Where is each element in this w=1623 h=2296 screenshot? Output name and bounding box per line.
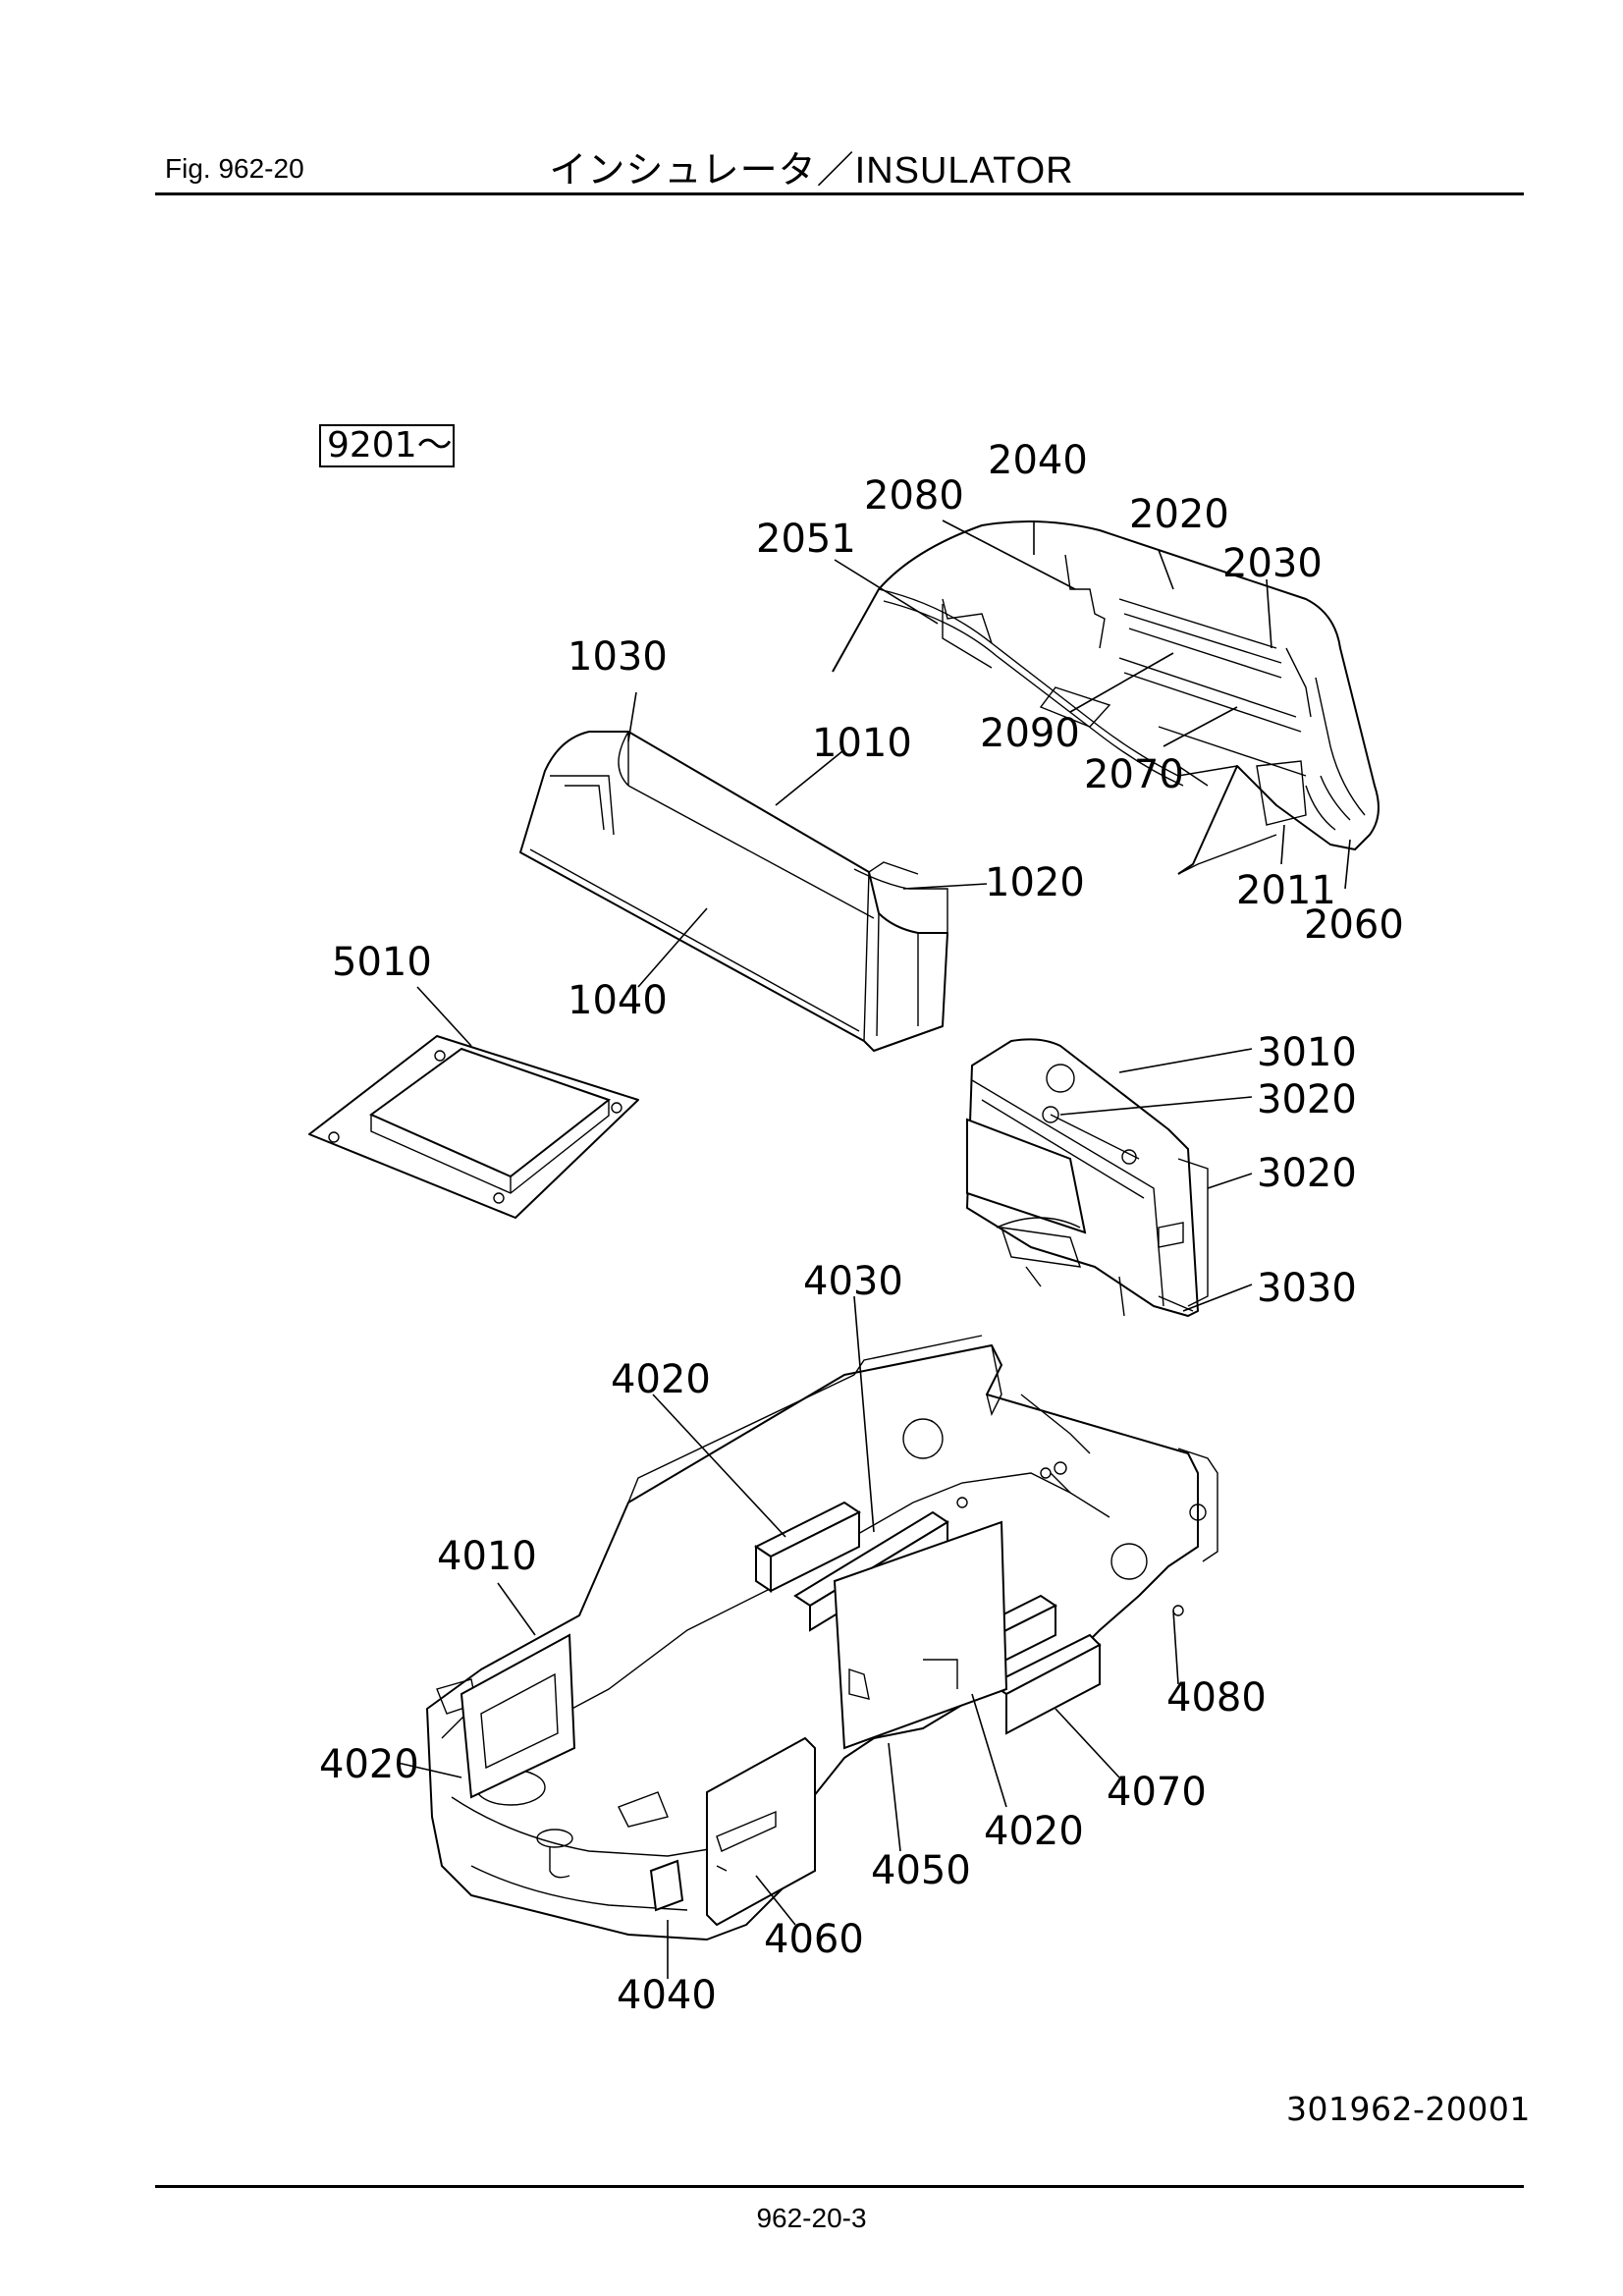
callout-2051: 2051	[756, 517, 856, 562]
callout-4080: 4080	[1166, 1675, 1267, 1721]
callout-2080: 2080	[864, 473, 964, 519]
base-insulator-assembly	[426, 1335, 1218, 1941]
callout-1010: 1010	[812, 721, 912, 766]
callout-4050: 4050	[871, 1848, 971, 1893]
figure-label: Fig. 962-20	[165, 153, 304, 184]
callout-3020-lower: 3020	[1257, 1151, 1357, 1196]
callout-3010: 3010	[1257, 1030, 1357, 1075]
footer-rule	[155, 2185, 1524, 2188]
callout-2070: 2070	[1084, 752, 1184, 797]
callout-2060: 2060	[1304, 902, 1404, 948]
callout-4040: 4040	[617, 1973, 717, 2018]
callout-2011: 2011	[1236, 868, 1336, 913]
callout-4020-left: 4020	[319, 1742, 419, 1787]
callout-1040: 1040	[568, 978, 668, 1023]
callout-2020: 2020	[1129, 492, 1229, 537]
callout-4070: 4070	[1107, 1770, 1207, 1815]
callout-4030: 4030	[803, 1259, 903, 1304]
callout-2090: 2090	[980, 711, 1080, 756]
callout-3030: 3030	[1257, 1266, 1357, 1311]
callout-1020: 1020	[985, 860, 1085, 905]
callout-4060: 4060	[764, 1917, 864, 1962]
callout-4010: 4010	[437, 1534, 537, 1579]
callout-4020-bottom: 4020	[984, 1809, 1084, 1854]
callout-2040: 2040	[988, 438, 1088, 483]
callout-2030: 2030	[1222, 541, 1323, 586]
callout-4020-top: 4020	[611, 1357, 711, 1402]
callout-5010: 5010	[332, 940, 432, 985]
callout-1030: 1030	[568, 634, 668, 680]
drawing-number: 301962-20001	[1286, 2090, 1531, 2128]
serial-range-box: 9201～	[319, 424, 455, 467]
header-rule	[155, 192, 1524, 195]
callout-3020-upper: 3020	[1257, 1077, 1357, 1122]
page-number: 962-20-3	[756, 2203, 867, 2233]
callout-labels: 2040 2080 2020 2051 2030 1030 1010 2090 …	[319, 438, 1404, 2018]
leader-lines	[397, 519, 1351, 1979]
box-insulator-assembly	[519, 731, 948, 1052]
plate-insulator	[308, 1035, 639, 1219]
side-insulator-assembly	[966, 1038, 1209, 1317]
page-title: インシュレータ／INSULATOR	[549, 150, 1074, 191]
